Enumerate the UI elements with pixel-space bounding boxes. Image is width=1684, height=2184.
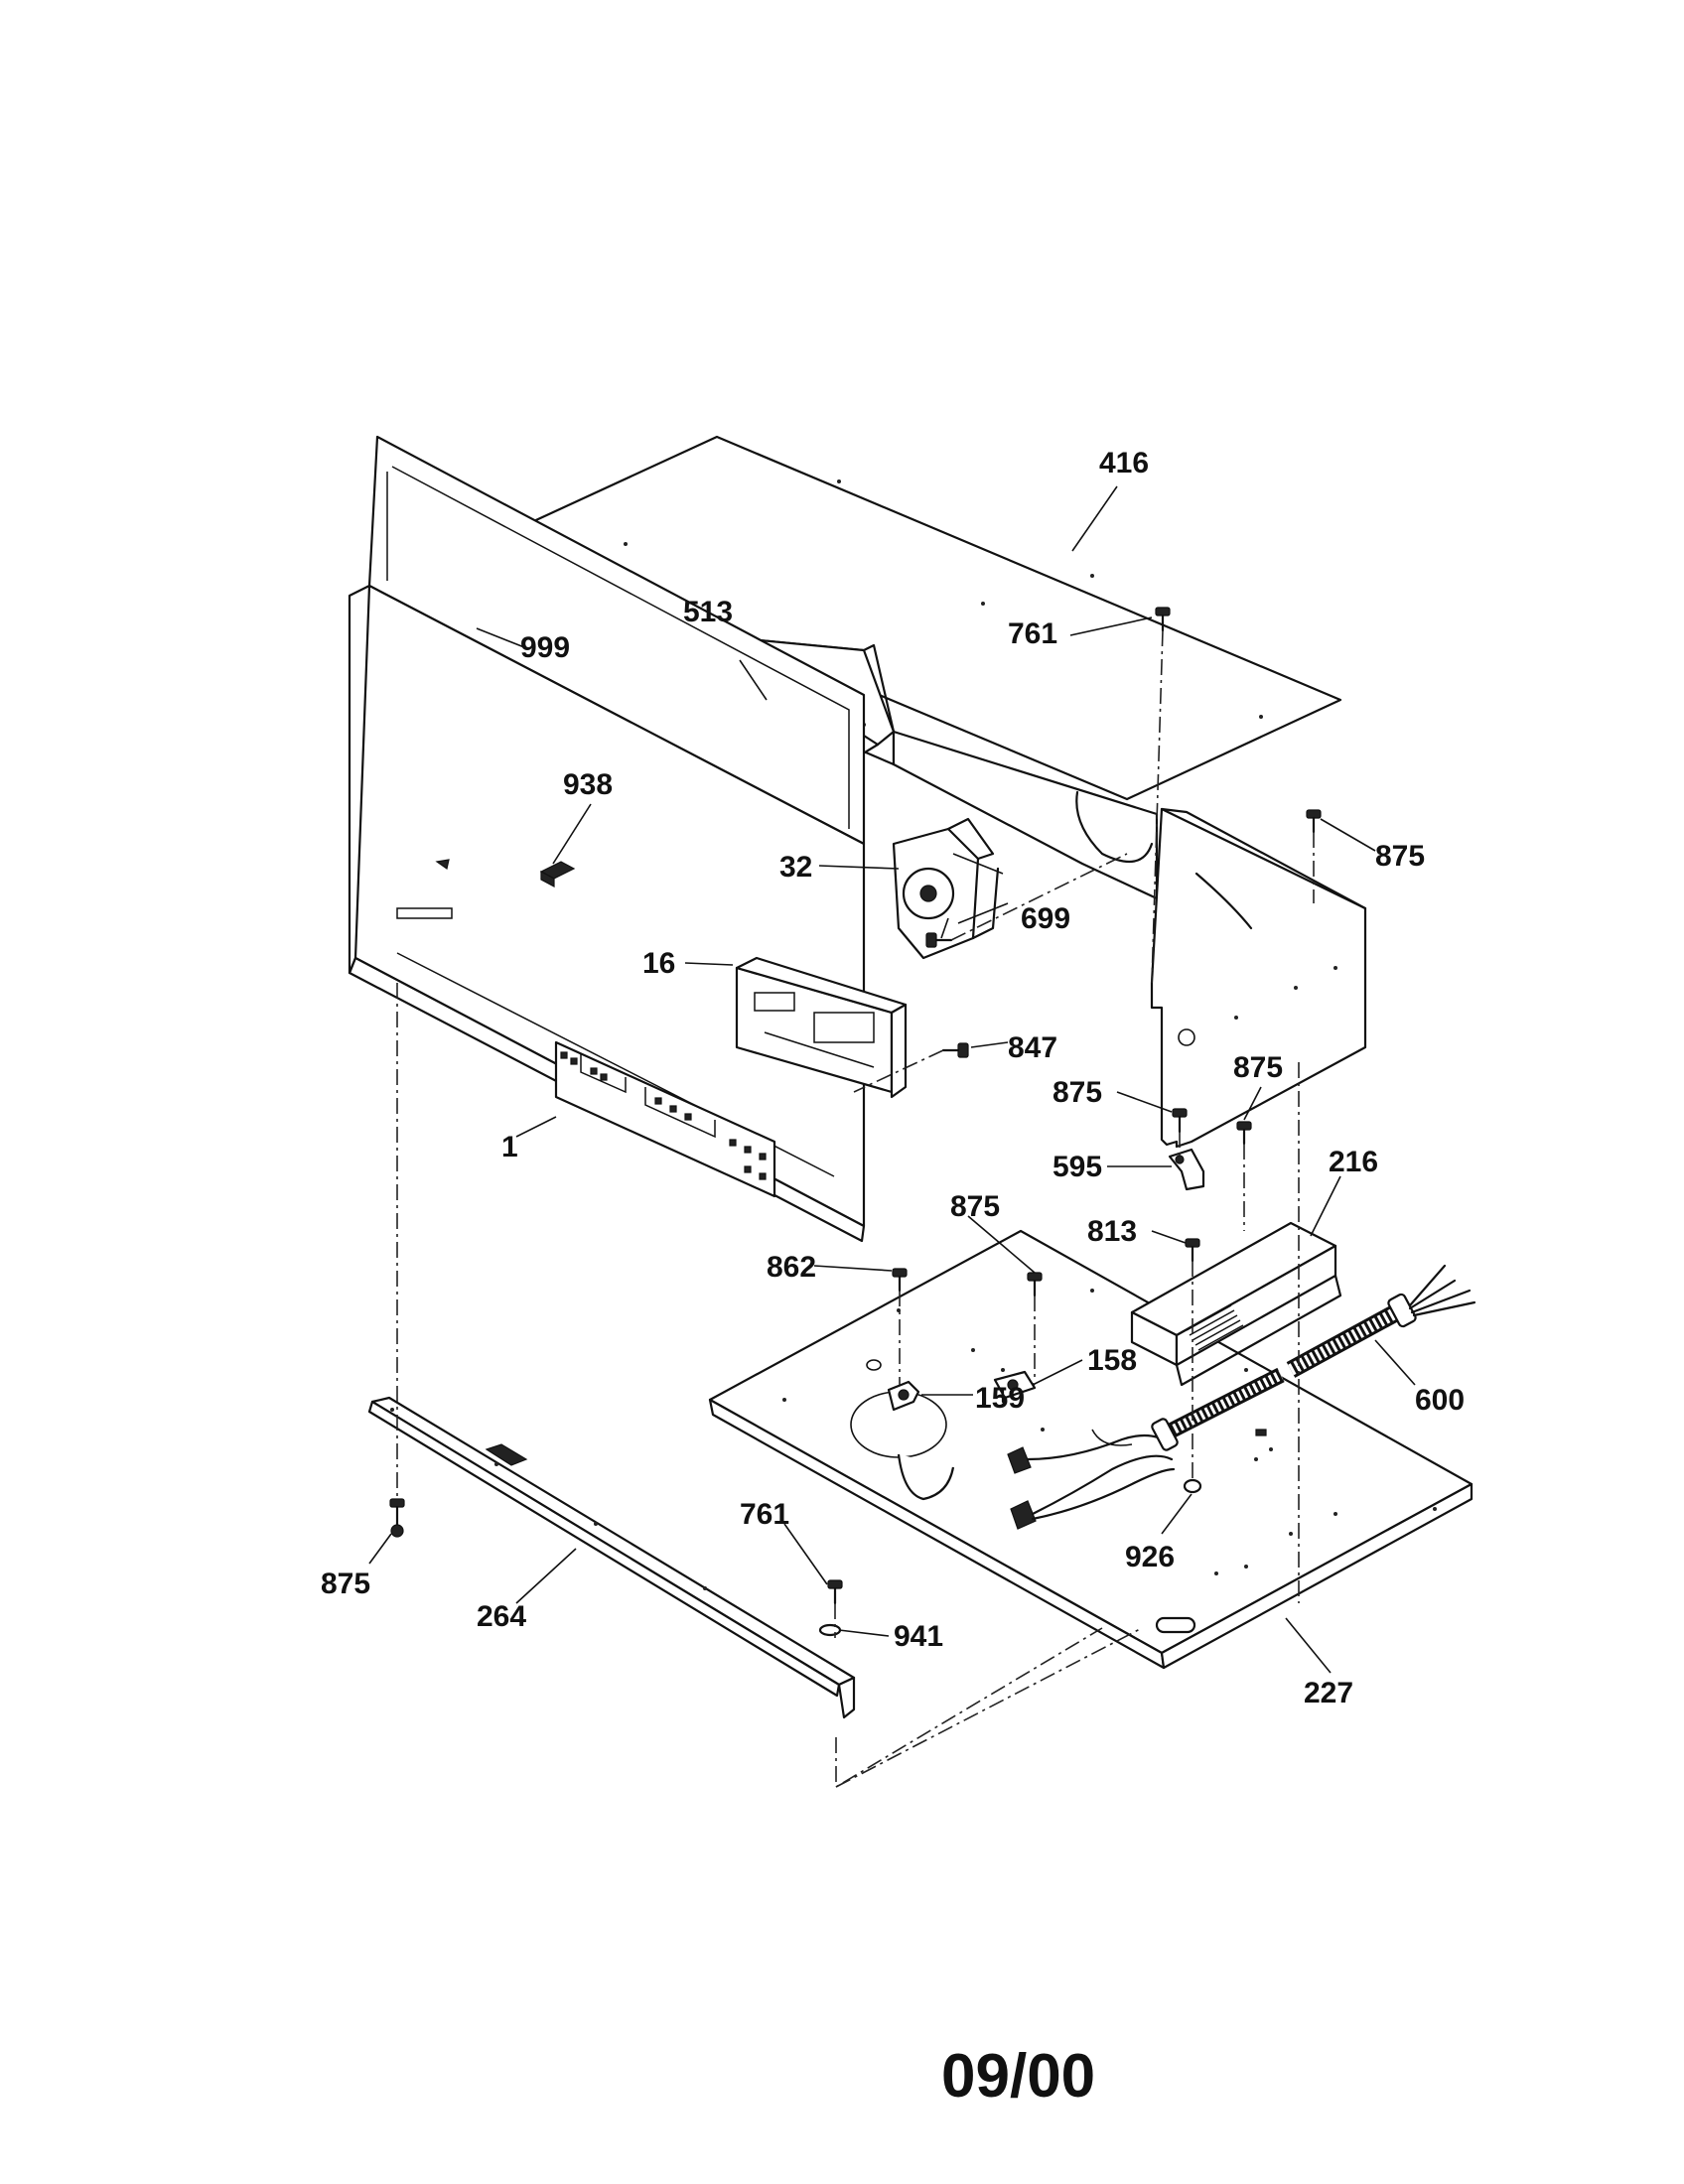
- label-699: 699: [1021, 902, 1070, 935]
- wire-connectors: [1007, 1429, 1176, 1530]
- convection-fan-motor: [892, 817, 1009, 960]
- label-875-mid: 875: [1052, 1076, 1102, 1109]
- part-labels: 416 513 761 999 938 875 32 699 16 847 87…: [321, 447, 1465, 1709]
- label-875-base: 875: [950, 1190, 1000, 1223]
- screw-761-top: [1155, 607, 1171, 632]
- label-941: 941: [894, 1620, 943, 1653]
- label-513: 513: [683, 596, 733, 628]
- screw-875-mid2: [1236, 1121, 1252, 1146]
- label-595: 595: [1052, 1151, 1102, 1183]
- assembly-lines: [396, 629, 1315, 1789]
- washer-941: [818, 1623, 842, 1637]
- screw-862: [892, 1268, 908, 1293]
- label-938: 938: [563, 768, 613, 801]
- leader-lines: [368, 485, 1416, 1674]
- label-600: 600: [1415, 1384, 1465, 1417]
- wire-clamp-bracket: [1168, 1148, 1205, 1191]
- label-32: 32: [779, 851, 812, 884]
- right-side-panel: [892, 730, 1367, 1149]
- electronic-control-board: [735, 956, 908, 1099]
- terminal-block-cover: [1130, 1221, 1342, 1387]
- label-847: 847: [1008, 1031, 1057, 1064]
- label-216: 216: [1329, 1146, 1378, 1178]
- screw-875-right: [1306, 809, 1322, 834]
- label-875-right: 875: [1375, 840, 1425, 873]
- control-panel: [348, 435, 866, 1243]
- label-862: 862: [767, 1251, 816, 1284]
- thermal-switch-158: [993, 1370, 1037, 1404]
- label-16: 16: [642, 947, 675, 980]
- oven-base-plate: [708, 1229, 1474, 1670]
- bottom-trim-strip: [367, 1396, 856, 1719]
- screw-813: [1185, 1238, 1200, 1263]
- revision-date: 09/00: [941, 2042, 1095, 2111]
- screw-875-mid: [1172, 1108, 1188, 1134]
- label-813: 813: [1087, 1215, 1137, 1248]
- wire-harness-conduit: [1151, 1264, 1476, 1451]
- thermal-switch-159: [887, 1380, 920, 1412]
- label-999: 999: [520, 631, 570, 664]
- screw-875-left: [389, 1498, 405, 1538]
- washer-926: [1183, 1478, 1202, 1494]
- label-875-mid2: 875: [1233, 1051, 1283, 1084]
- screw-847: [941, 1042, 969, 1058]
- label-875-left: 875: [321, 1568, 370, 1600]
- panel-clip: [435, 859, 576, 888]
- label-159: 159: [975, 1382, 1025, 1415]
- label-158: 158: [1087, 1344, 1137, 1377]
- label-227: 227: [1304, 1677, 1353, 1709]
- label-926: 926: [1125, 1541, 1175, 1573]
- label-1: 1: [501, 1131, 518, 1163]
- label-761-bottom: 761: [740, 1498, 789, 1531]
- label-416: 416: [1099, 447, 1149, 479]
- screw-761-bottom: [827, 1579, 843, 1605]
- label-761-top: 761: [1008, 617, 1057, 650]
- screw-699: [925, 932, 953, 948]
- label-264: 264: [477, 1600, 526, 1633]
